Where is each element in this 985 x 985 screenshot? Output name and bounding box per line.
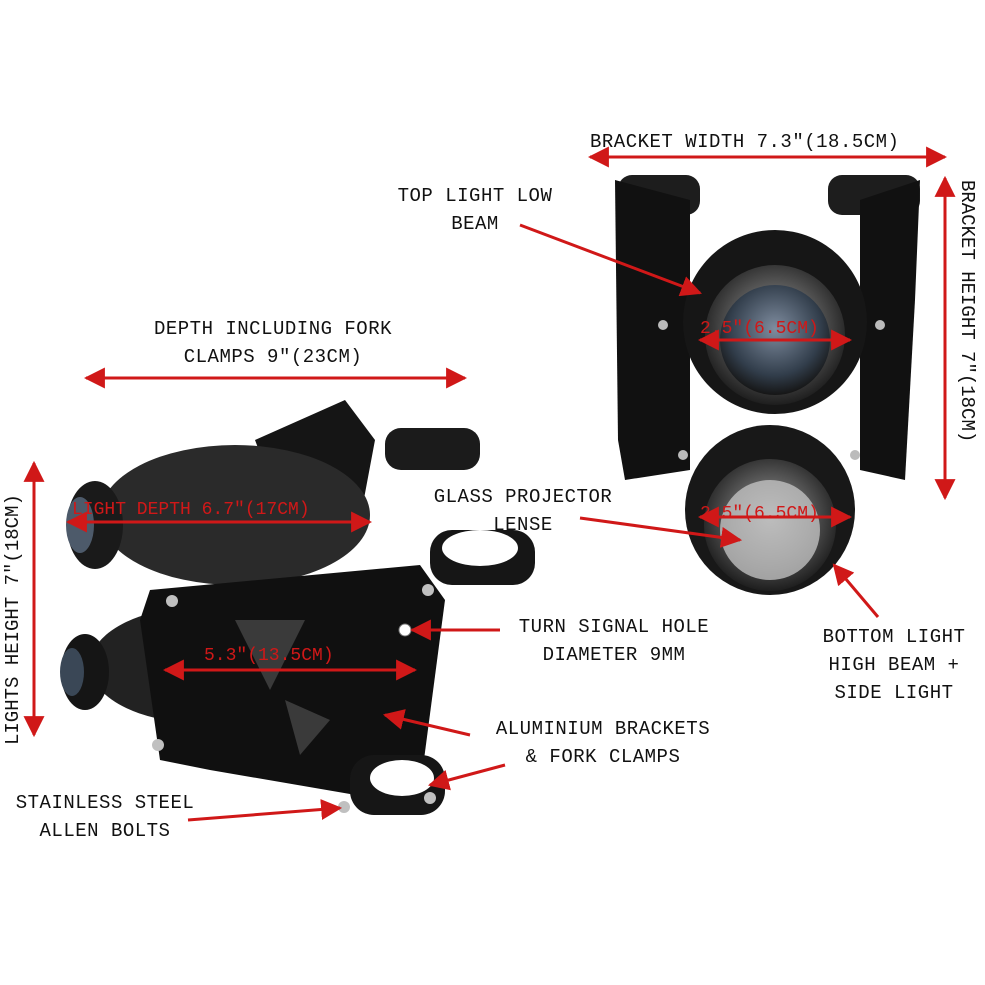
top-light-label: TOP LIGHT LOW BEAM [384,185,566,235]
lights-height-label: LIGHTS HEIGHT 7″(18CM) [2,494,24,745]
bottom-projector-lens [720,480,820,580]
light-depth-dimension: LIGHT DEPTH 6.7″(17CM) [72,500,310,520]
glass-line-2: LENSE [493,514,553,536]
alu-line-2: & FORK CLAMPS [525,746,681,768]
glass-line-1: GLASS PROJECTOR [433,486,613,508]
left-side-bracket [615,180,690,480]
main-bracket-plate [140,565,445,800]
turn-line-2: DIAMETER 9MM [542,644,686,666]
bracket-width-label: BRACKET WIDTH 7.3″(18.5CM) [590,131,900,153]
bottom-lens-dimension: 2.5″(6.5CM) [700,504,819,524]
bolts-line-1: STAINLESS STEEL [15,792,195,814]
bottom-light-label: BOTTOM LIGHT HIGH BEAM + SIDE LIGHT [808,626,980,704]
depth-line-1: DEPTH INCLUDING FORK [153,318,393,340]
bracket-height-label: BRACKET HEIGHT 7″(18CM) [956,180,978,443]
depth-line-2: CLAMPS 9″(23CM) [183,346,363,368]
top-light-line-1: TOP LIGHT LOW [397,185,553,207]
front-view-headlight-assembly [615,175,920,595]
top-lens-dimension: 2.5″(6.5CM) [700,319,819,339]
bracket-span-dimension: 5.3″(13.5CM) [204,646,334,666]
right-side-bracket [860,180,920,480]
side-view-headlight-assembly [60,400,535,815]
alu-line-1: ALUMINIUM BRACKETS [495,718,711,740]
bolts-line-2: ALLEN BOLTS [39,820,171,842]
glass-projector-label: GLASS PROJECTOR LENSE [418,486,628,536]
depth-label: DEPTH INCLUDING FORK CLAMPS 9″(23CM) [118,318,428,368]
turn-line-1: TURN SIGNAL HOLE [518,616,710,638]
callout-arrows [23,146,956,822]
turn-signal-label: TURN SIGNAL HOLE DIAMETER 9MM [500,616,728,666]
allen-bolts-label: STAINLESS STEEL ALLEN BOLTS [0,792,210,842]
bottom-line-3: SIDE LIGHT [834,682,954,704]
bottom-line-1: BOTTOM LIGHT [822,626,966,648]
top-light-line-2: BEAM [451,213,499,235]
aluminium-brackets-label: ALUMINIUM BRACKETS & FORK CLAMPS [472,718,734,768]
bottom-line-2: HIGH BEAM + [828,654,960,676]
